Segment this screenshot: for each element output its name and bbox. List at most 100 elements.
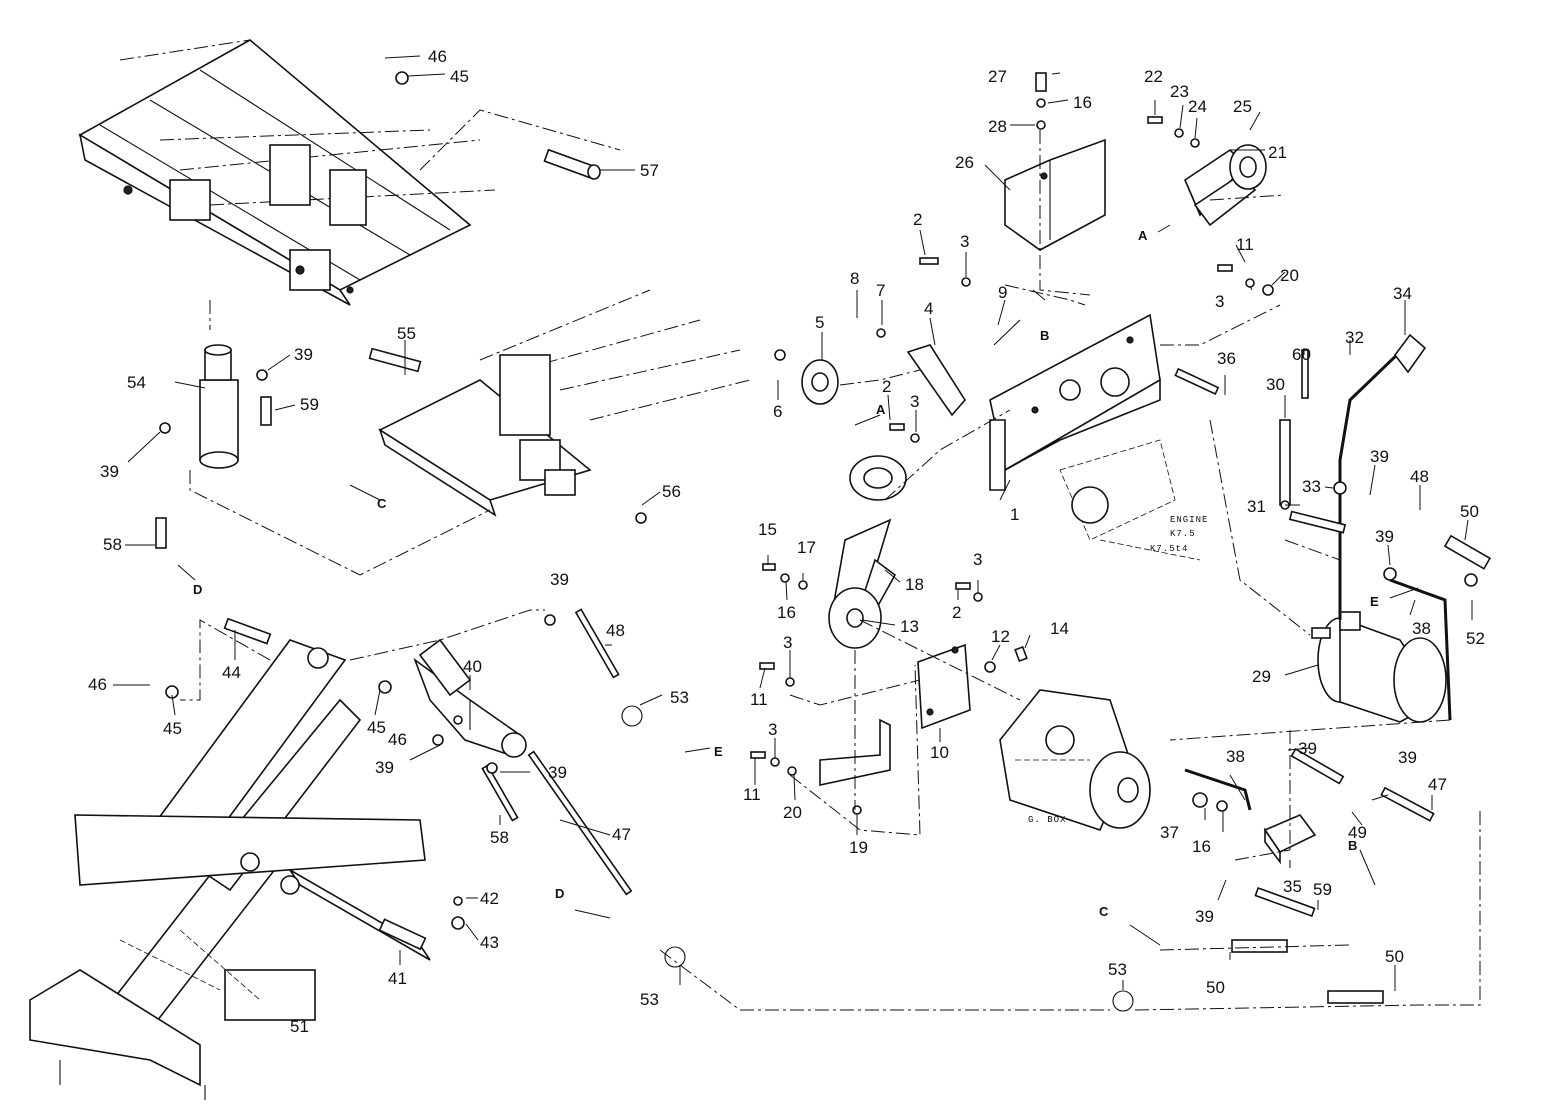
callout-2: 2	[952, 603, 961, 622]
callout-18: 18	[905, 575, 924, 594]
callout-30: 30	[1266, 375, 1285, 394]
pins-and-shafts	[155, 71, 647, 951]
callout-16: 16	[1192, 837, 1211, 856]
printed-notes: ENGINE K7.5 K7.5t4 G. BOX	[1028, 515, 1208, 825]
callout-49: 49	[1348, 823, 1367, 842]
callout-59: 59	[300, 395, 319, 414]
gearbox-label: G. BOX	[1028, 815, 1066, 825]
callout-4: 4	[924, 299, 933, 318]
callout-40: 40	[463, 657, 482, 676]
marker-a: A	[876, 402, 886, 417]
callout-35: 35	[1283, 877, 1302, 896]
callout-58: 58	[103, 535, 122, 554]
callout-12: 12	[991, 627, 1010, 646]
callout-11: 11	[750, 690, 768, 709]
callout-42: 42	[480, 889, 499, 908]
marker-a: A	[1138, 228, 1148, 243]
callout-1: 1	[1010, 505, 1019, 524]
callout-36: 36	[1217, 349, 1236, 368]
callout-38: 38	[1226, 747, 1245, 766]
rear-subframe	[378, 289, 751, 517]
tension-pulley-assembly	[819, 455, 907, 786]
belt-guard	[1004, 138, 1106, 251]
callout-39: 39	[548, 763, 567, 782]
callout-22: 22	[1144, 67, 1163, 86]
callout-39: 39	[100, 462, 119, 481]
callout-10: 10	[930, 743, 949, 762]
control-lever	[1279, 333, 1427, 620]
connection-lines	[180, 109, 1481, 1011]
callout-14: 14	[1050, 619, 1069, 638]
engine-model-label-2: K7.5t4	[1150, 544, 1188, 554]
callout-16: 16	[777, 603, 796, 622]
marker-d: D	[555, 886, 564, 901]
engine-outline	[1059, 439, 1201, 561]
callout-39: 39	[1195, 907, 1214, 926]
callout-46: 46	[428, 47, 447, 66]
callout-48: 48	[606, 621, 625, 640]
callout-2: 2	[882, 377, 891, 396]
callout-3: 3	[960, 232, 969, 251]
idler-bracket	[1184, 144, 1267, 227]
marker-c: C	[377, 496, 387, 511]
reference-markers: A A B B C C D D E E	[193, 228, 1379, 919]
marker-b: B	[1040, 328, 1049, 343]
callout-15: 15	[758, 520, 777, 539]
marker-b: B	[1348, 838, 1357, 853]
scissor-lift-frame	[29, 639, 431, 1100]
gearbox	[999, 689, 1151, 831]
callout-9: 9	[998, 283, 1007, 302]
callout-58: 58	[490, 828, 509, 847]
callout-3: 3	[783, 633, 792, 652]
callout-20: 20	[1280, 266, 1299, 285]
callout-56: 56	[662, 482, 681, 501]
callout-26: 26	[955, 153, 974, 172]
hose-clips	[621, 705, 1134, 1012]
callout-39: 39	[1298, 739, 1317, 758]
callout-39: 39	[294, 345, 313, 364]
callout-3: 3	[768, 720, 777, 739]
callout-2: 2	[913, 210, 922, 229]
callout-33: 33	[1302, 477, 1321, 496]
callout-47: 47	[1428, 775, 1447, 794]
callout-50: 50	[1206, 978, 1225, 997]
callout-48: 48	[1410, 467, 1429, 486]
engine-model-label-1: K7.5	[1170, 529, 1196, 539]
callout-39: 39	[1398, 748, 1417, 767]
callout-5: 5	[815, 313, 824, 332]
gearbox-mount-plate	[917, 643, 971, 730]
callout-45: 45	[163, 719, 182, 738]
callout-17: 17	[797, 538, 816, 557]
marker-c: C	[1099, 904, 1109, 919]
marker-e: E	[1370, 594, 1379, 609]
hydraulic-hoses-left	[432, 608, 633, 896]
callout-8: 8	[850, 269, 859, 288]
callout-34: 34	[1393, 284, 1412, 303]
callout-54: 54	[127, 373, 146, 392]
main-frame	[78, 39, 496, 306]
ram-cylinder-54	[199, 344, 239, 469]
callout-39: 39	[550, 570, 569, 589]
callout-51: 51	[290, 1017, 309, 1036]
callout-24: 24	[1188, 97, 1207, 116]
callout-20: 20	[783, 803, 802, 822]
callout-25: 25	[1233, 97, 1252, 116]
callout-46: 46	[388, 730, 407, 749]
callout-3: 3	[973, 550, 982, 569]
callout-7: 7	[876, 281, 885, 300]
callout-3: 3	[910, 392, 919, 411]
callout-19: 19	[849, 838, 868, 857]
callout-32: 32	[1345, 328, 1364, 347]
leader-lines	[113, 55, 1473, 991]
callout-23: 23	[1170, 82, 1189, 101]
callout-28: 28	[988, 117, 1007, 136]
callout-59: 59	[1313, 880, 1332, 899]
callout-45: 45	[367, 718, 386, 737]
callout-16: 16	[1073, 93, 1092, 112]
callout-45: 45	[450, 67, 469, 86]
callout-37: 37	[1160, 823, 1179, 842]
callout-11: 11	[743, 785, 761, 804]
engine-label: ENGINE	[1170, 515, 1208, 525]
callout-47: 47	[612, 825, 631, 844]
